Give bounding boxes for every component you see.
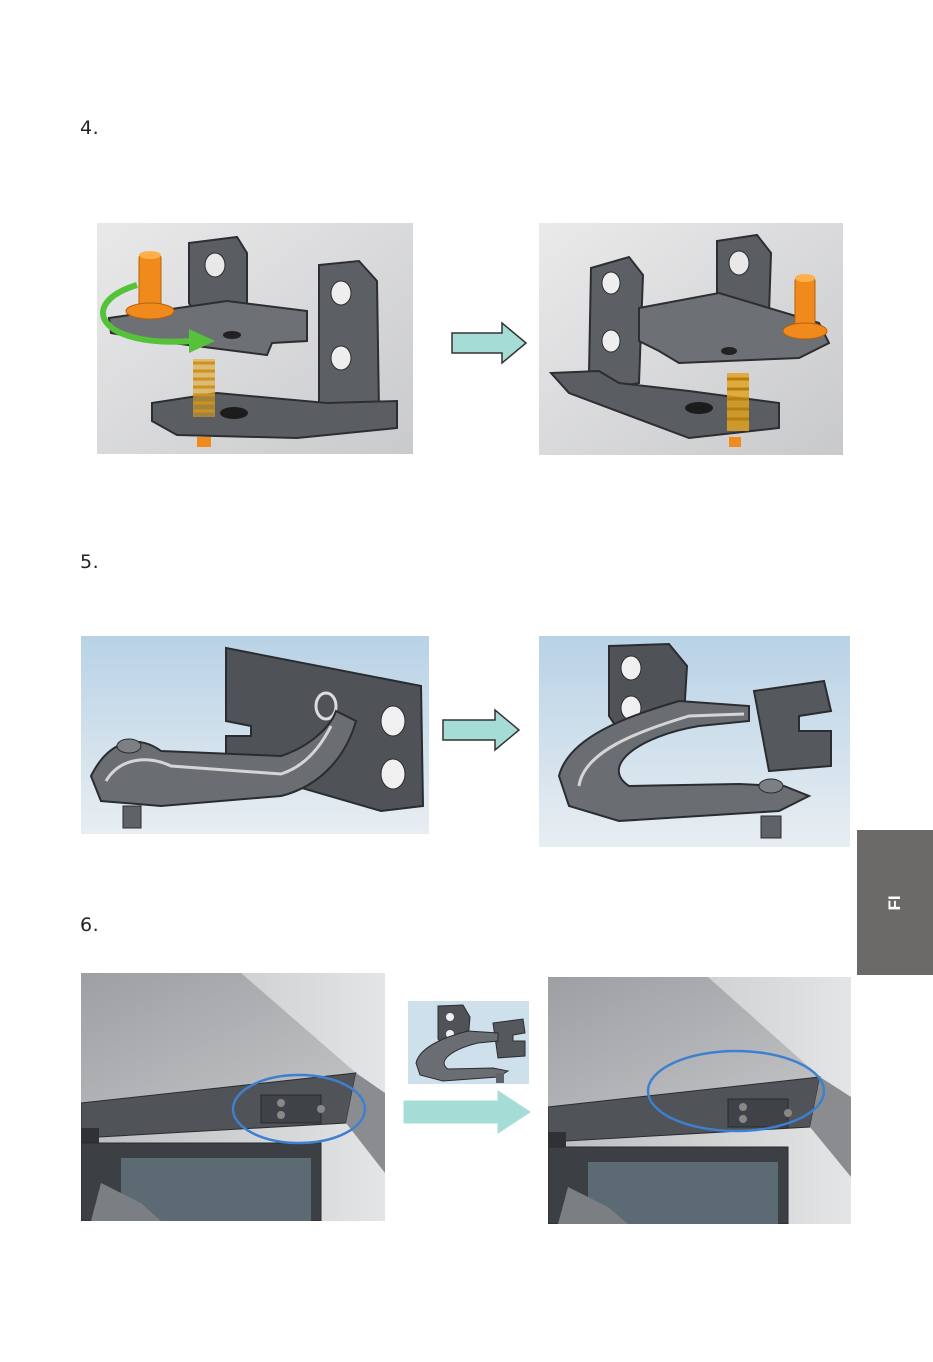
step6-after-image bbox=[548, 977, 851, 1224]
step5-before-image bbox=[81, 636, 429, 834]
step5-right-arrow-icon bbox=[441, 708, 521, 752]
step4-before-image bbox=[97, 223, 413, 454]
step6-hinge-thumbnail bbox=[408, 1001, 529, 1084]
step-number-4: 4. bbox=[80, 117, 99, 139]
step-number-5: 5. bbox=[80, 551, 99, 573]
language-tab-label: FI bbox=[885, 895, 905, 910]
step-number-6: 6. bbox=[80, 914, 99, 936]
step6-right-arrow-icon bbox=[402, 1089, 532, 1135]
step6-before-image bbox=[81, 973, 385, 1221]
step5-after-image bbox=[539, 636, 850, 847]
step4-after-image bbox=[539, 223, 843, 455]
language-tab: FI bbox=[857, 830, 933, 975]
step4-right-arrow-icon bbox=[450, 321, 528, 365]
